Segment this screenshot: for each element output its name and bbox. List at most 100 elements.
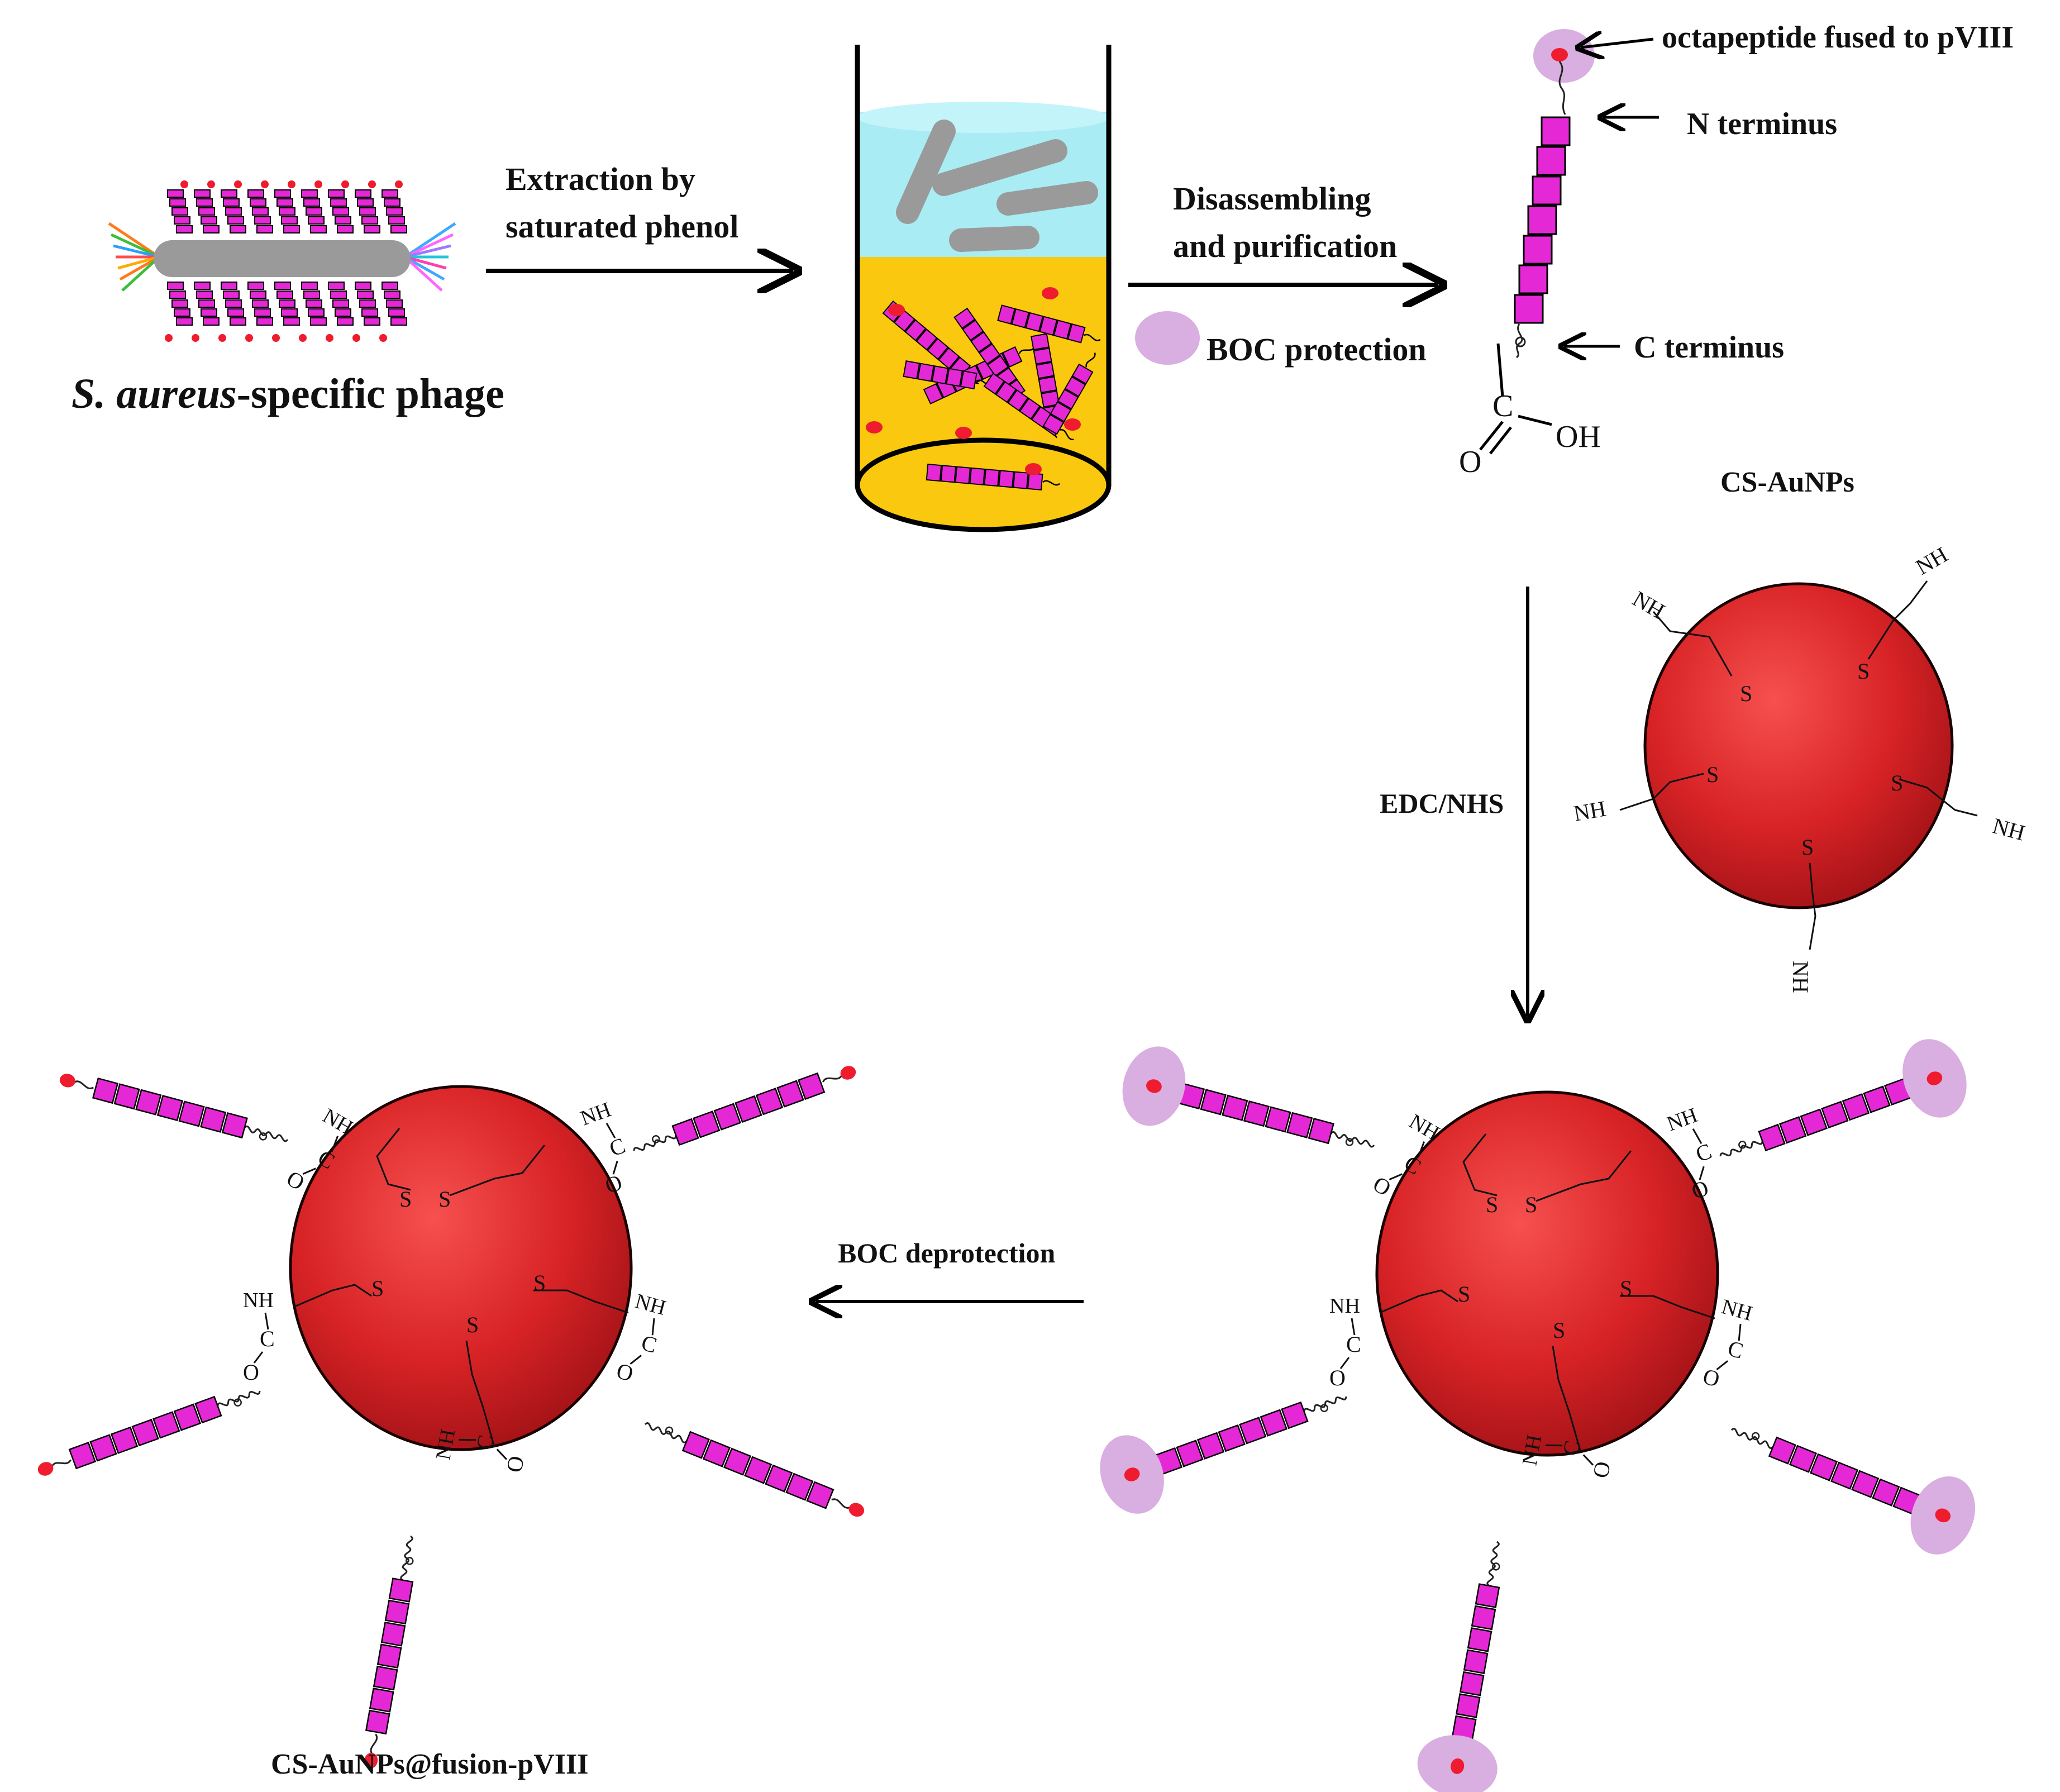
coat-helix-turn [386, 207, 403, 216]
boc-legend-icon [1135, 311, 1200, 365]
coat-helix-turn [250, 290, 266, 299]
amide-double-bond [612, 1160, 618, 1175]
octapeptide-tag [37, 1462, 54, 1476]
peptide-residue-block [755, 1088, 784, 1116]
coat-helix-turn [167, 282, 184, 290]
octapeptide-tag [1451, 1758, 1465, 1774]
coat-helix-turn [254, 308, 271, 317]
peptide-residue-block [1758, 1123, 1786, 1152]
coat-helix-turn [196, 198, 213, 207]
peptide-residue-block [1809, 1453, 1838, 1481]
tail-fiber [119, 255, 160, 281]
helix-turn [978, 343, 1001, 365]
coat-tag [955, 427, 972, 439]
coat-helix-turn [384, 290, 400, 299]
tail-fiber [121, 256, 160, 292]
octapeptide-tag [1124, 1467, 1140, 1481]
pviii-peptide [1730, 1428, 1975, 1555]
peptide-residue-block [365, 1709, 390, 1735]
coat-helix-turn [301, 189, 318, 198]
tail-fiber [404, 255, 445, 281]
helix-turn [1027, 472, 1043, 490]
peptide-residue-block [156, 1095, 184, 1122]
coat-helix-turn [171, 299, 188, 308]
sulfur-atom: S [1706, 762, 1719, 787]
helix-turn [1013, 471, 1029, 489]
amide-carbon: C [260, 1326, 275, 1351]
helix-turn [1019, 397, 1041, 420]
peptide-residue-block [1286, 1112, 1313, 1138]
linker-loop [406, 1557, 414, 1565]
coat-tag [1025, 463, 1042, 475]
coat-helix-turn [283, 225, 300, 233]
octapeptide-tag [840, 1066, 856, 1080]
helix-turn [1011, 308, 1030, 328]
coat-helix-turn [203, 225, 220, 233]
peptide-residue-block [110, 1426, 139, 1454]
coat-helix-turn [337, 225, 354, 233]
pviii-peptide [633, 1066, 856, 1151]
peptide-residue-block [1218, 1424, 1246, 1452]
coat-helix-turn [247, 189, 264, 198]
linker-loop [1515, 336, 1526, 347]
helix-turn [926, 463, 942, 482]
coat-helix-turn [306, 207, 322, 216]
peptide-residue-block [178, 1100, 205, 1127]
peptide-residue-block [1222, 1094, 1248, 1121]
coat-helix-turn [332, 299, 349, 308]
coat-tag [314, 180, 322, 188]
peptide-residue-block [221, 1112, 248, 1139]
coat-tag [261, 180, 269, 188]
peptide-residue-block [1536, 146, 1566, 176]
coat-helix-turn [355, 189, 371, 198]
coat-tag [379, 334, 387, 342]
amide-line [459, 1438, 476, 1441]
pviii-peptide [60, 1074, 289, 1142]
peptide-residue-block [1768, 1436, 1796, 1465]
coat-helix-turn [330, 290, 347, 299]
phage-capsid-body [154, 240, 411, 277]
coat-helix-turn [279, 299, 295, 308]
coat-helix-turn [310, 225, 327, 233]
peptide-residue-block [92, 1077, 119, 1104]
coat-tag [165, 334, 173, 342]
gold-nanoparticle [1643, 582, 1954, 909]
peptide-residue-block [113, 1083, 140, 1110]
peptide-residue-block [1821, 1100, 1849, 1129]
amine-nh2: NH [1629, 586, 1670, 624]
peptide-tail [370, 1733, 378, 1755]
peptide-residue-block [744, 1456, 772, 1484]
thiol-linker [1867, 580, 1928, 660]
thiol-linker [449, 1145, 546, 1197]
amide-double-bond [1699, 1166, 1705, 1180]
peptide-residue-block [1532, 175, 1562, 206]
amide-line [1692, 1128, 1703, 1144]
peptide-residue-block [1467, 1627, 1492, 1652]
tail-fiber [404, 244, 451, 259]
peptide-residue-block [1863, 1085, 1891, 1113]
linker-loop [1751, 1432, 1760, 1441]
peptide-residue-block [1523, 235, 1553, 265]
peptide-residue-block [693, 1111, 721, 1138]
helix-turn [1064, 376, 1086, 397]
peptide-residue-block [380, 1621, 406, 1647]
coat-tag [234, 180, 242, 188]
peptide-residue-block [797, 1072, 826, 1100]
disassembling-label-line2: and purification [1173, 228, 1397, 264]
peptide-residue-block [1455, 1693, 1481, 1718]
coat-helix-turn [361, 216, 378, 225]
amide-oxygen: O [1588, 1460, 1615, 1480]
sulfur-atom: S [1458, 1281, 1470, 1307]
linker-loop [1492, 1562, 1500, 1571]
helix-turn [938, 347, 960, 370]
peptide-residue-block [713, 1103, 741, 1131]
helix-turn [1038, 376, 1057, 394]
coat-helix-turn [301, 282, 318, 290]
coat-tag [288, 180, 295, 188]
coat-helix-turn [256, 225, 273, 233]
sulfur-atom: S [1525, 1192, 1537, 1217]
coat-protein-helix [926, 463, 1060, 490]
coat-helix-turn [169, 198, 186, 207]
peptide-residue-block [1789, 1445, 1818, 1473]
